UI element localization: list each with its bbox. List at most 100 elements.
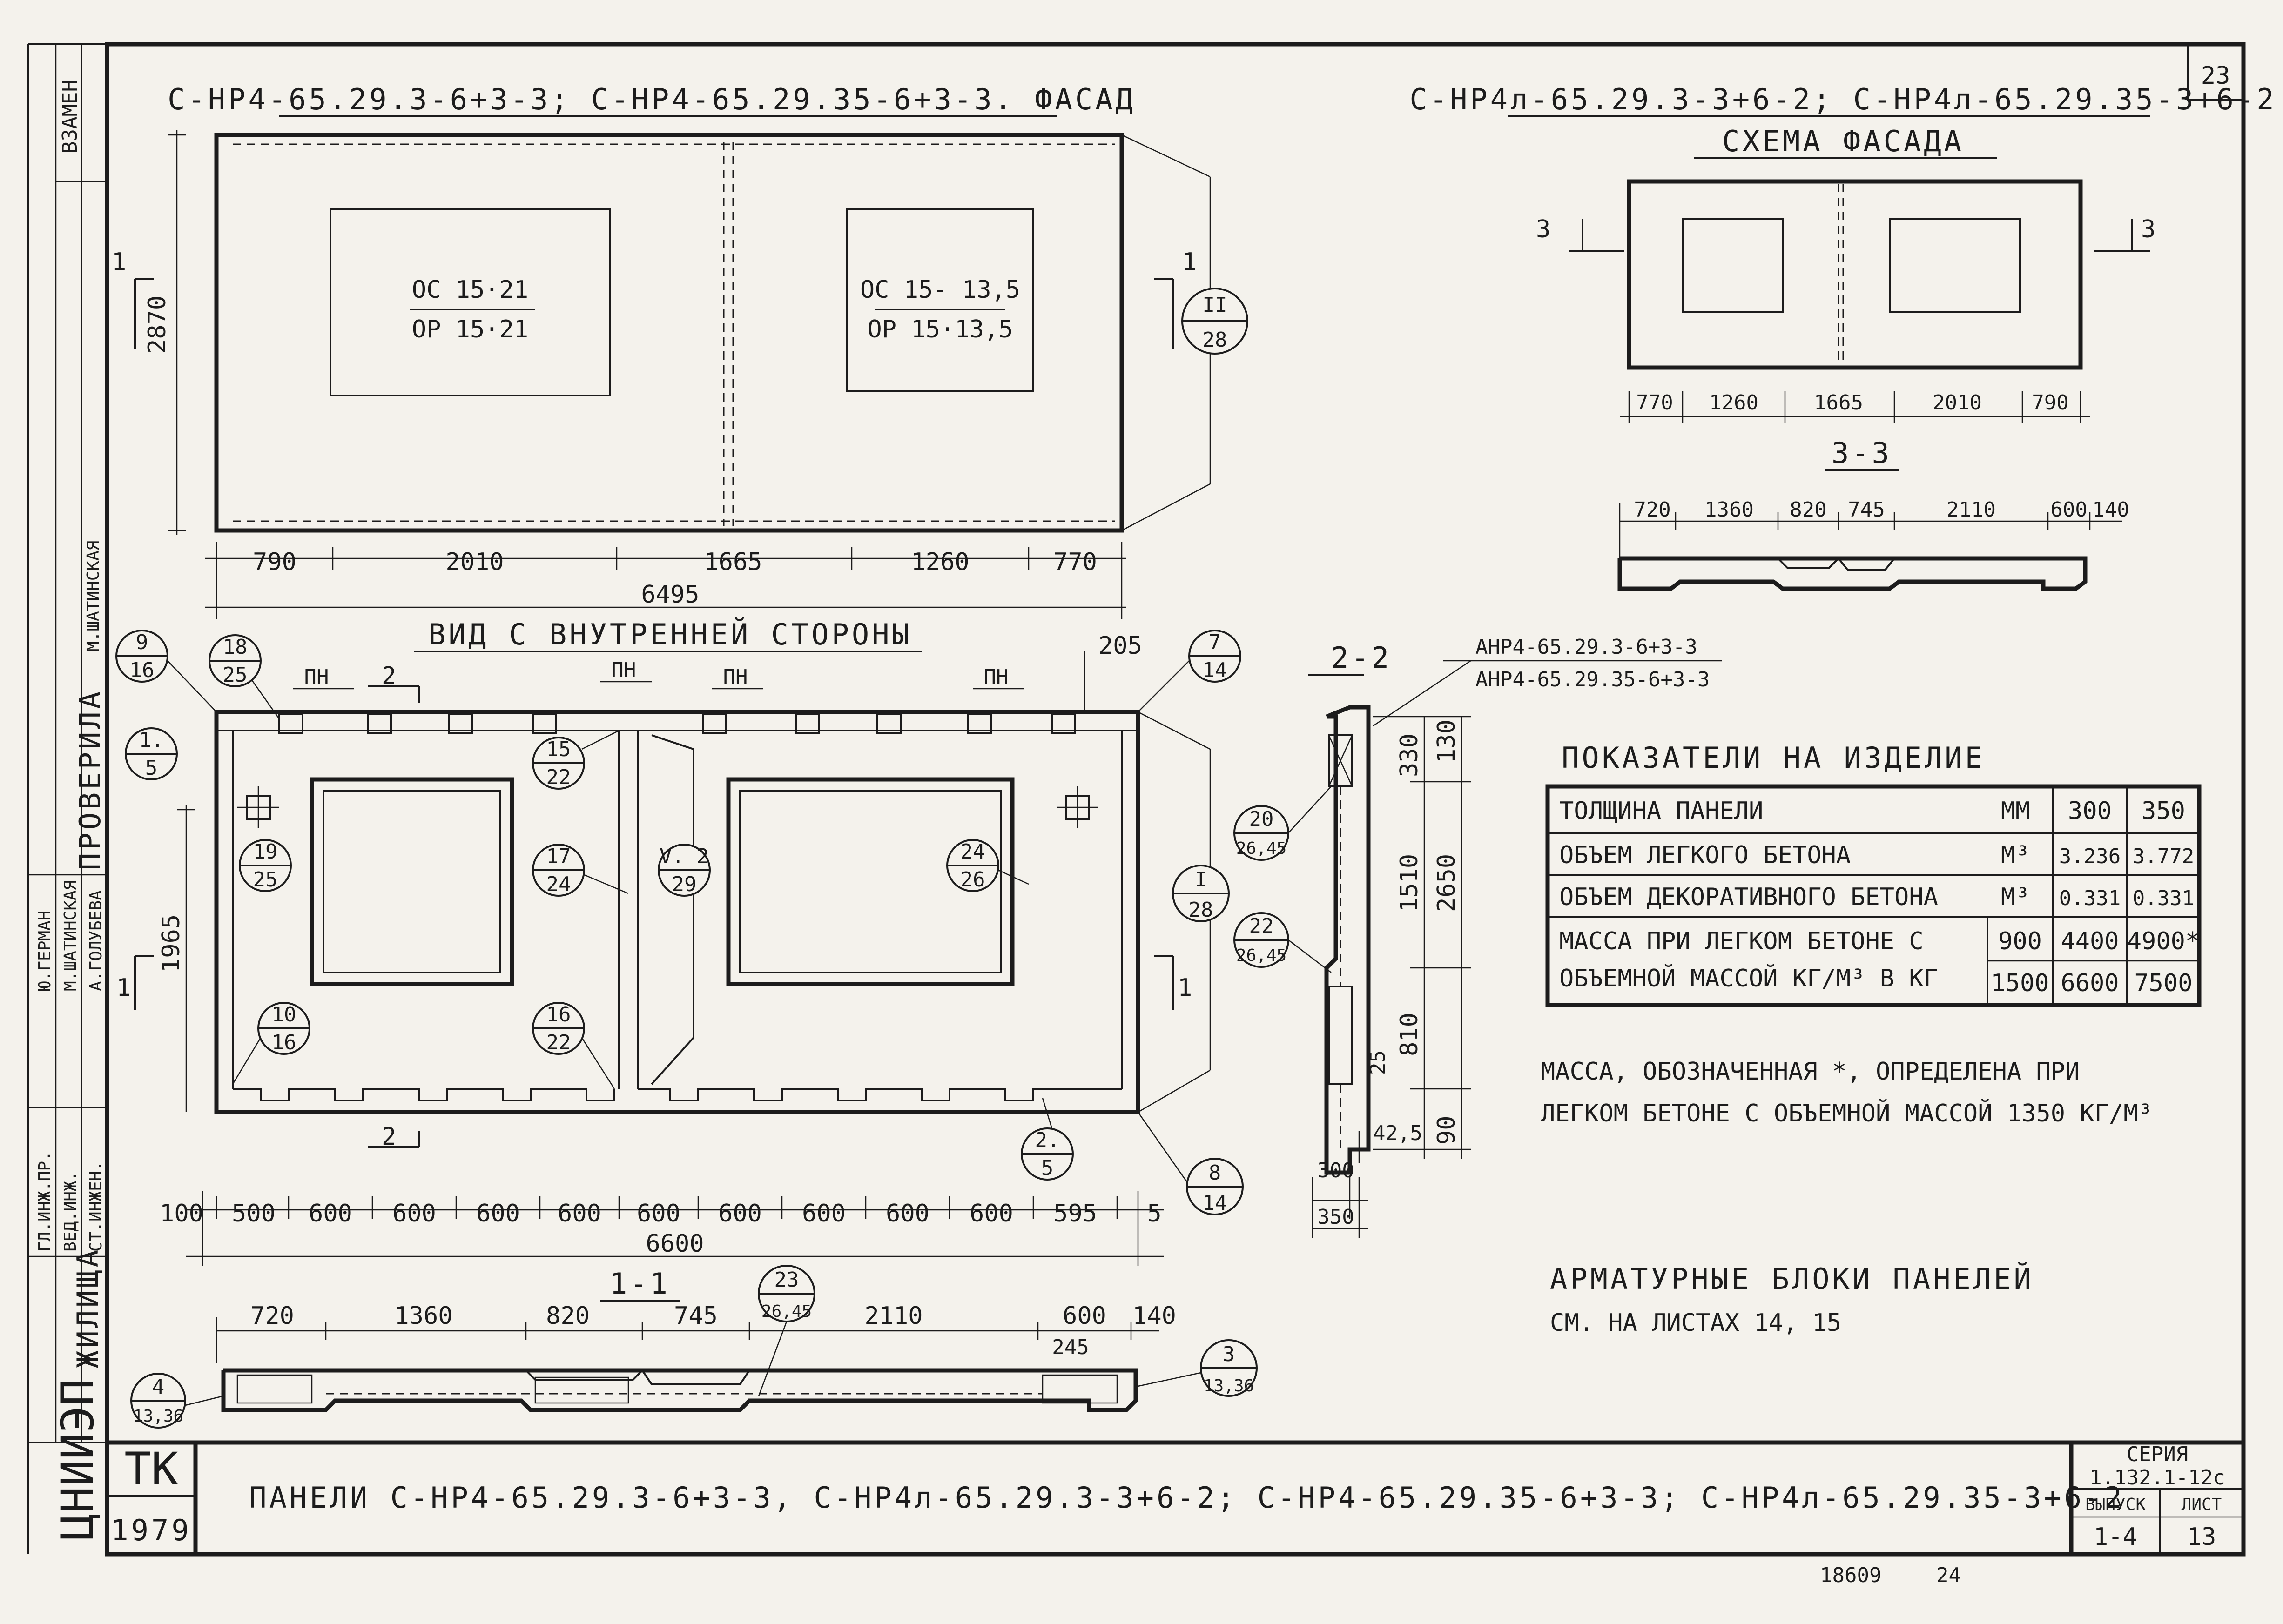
title-description: ПАНЕЛИ С-НР4-65.29.3-6+3-3, С-НР4л-65.29… <box>249 1481 2124 1515</box>
footer-number-left: 18609 <box>1820 1564 1881 1587</box>
callout-bottom: 26,45 <box>1236 946 1286 965</box>
callout-facade-top: II <box>1203 293 1227 317</box>
row-light-concrete-300: 3.236 <box>2059 845 2121 868</box>
facade-panel <box>214 133 1124 533</box>
interior-dim-5: 600 <box>476 1200 520 1228</box>
interior-dim-7: 600 <box>637 1200 680 1228</box>
callout-v2-29: V. 2 29 <box>658 844 711 897</box>
org-mark: ЦНИИЭП <box>52 1379 104 1540</box>
row-thickness-name: ТОЛЩИНА ПАНЕЛИ <box>1559 797 1763 825</box>
section-2-2: 2-2 АНР4-65.29.3-6+3-3 АНР4-65.29.35-6+3… <box>1233 635 1722 1238</box>
callout-bottom: 14 <box>1203 658 1227 682</box>
callout-2-5: 2. 5 <box>1021 1098 1074 1181</box>
interior-dim-4: 600 <box>392 1200 436 1228</box>
row-decor-concrete-name: ОБЪЕМ ДЕКОРАТИВНОГО БЕТОНА <box>1559 883 1938 911</box>
row-thickness-unit: ММ <box>2001 797 2030 825</box>
callout-bottom: 25 <box>223 663 248 687</box>
footer-number-right: 24 <box>1936 1564 1961 1587</box>
section-mark-2-top: 2 <box>382 662 396 690</box>
vzamen-label: ВЗАМЕН <box>58 80 82 154</box>
s22-dim-810: 810 <box>1395 1013 1423 1056</box>
facade-window-right <box>846 208 1034 392</box>
interior-dim-13: 5 <box>1147 1200 1161 1228</box>
section-33-title: 3-3 <box>1832 436 1892 470</box>
proverila-label: ПРОВЕРИЛА <box>73 689 107 870</box>
callout-8-14: 8 14 <box>1137 1112 1244 1215</box>
facade-view: С-НР4-65.29.3-6+3-3; С-НР4-65.29.35-6+3-… <box>112 82 1248 619</box>
callout-facade-bottom: 28 <box>1203 328 1227 352</box>
mass-900-350: 4900* <box>2127 927 2200 955</box>
callout-bottom: 29 <box>672 872 697 896</box>
callout-bottom: 22 <box>546 765 571 789</box>
s22-dim-300: 300 <box>1317 1159 1354 1182</box>
interior-dim-2: 500 <box>232 1200 276 1228</box>
callout-bottom: 13,36 <box>1204 1376 1254 1396</box>
callout-1-5: 1. 5 <box>125 727 178 780</box>
scheme-facade: С-НР4л-65.29.3-3+6-2; С-НР4л-65.29.35-3+… <box>1409 82 2276 423</box>
callout-top: 2. <box>1035 1128 1060 1152</box>
facade-title: С-НР4-65.29.3-6+3-3; С-НР4-65.29.35-6+3-… <box>168 82 1136 116</box>
callout-top: 1. <box>139 728 164 752</box>
s22-dim-25: 25 <box>1366 1050 1390 1075</box>
callout-23-2645: 23 26,45 <box>758 1265 815 1396</box>
callout-22-2645: 22 26,45 <box>1233 912 1332 973</box>
s11-dim-3: 820 <box>546 1302 590 1330</box>
callout-20-2645: 20 26,45 <box>1233 786 1332 861</box>
reinforcement-line-2: СМ. НА ЛИСТАХ 14, 15 <box>1550 1309 1841 1337</box>
callout-top: 10 <box>272 1003 296 1027</box>
callout-top: 16 <box>546 1003 571 1027</box>
mass-density-900: 900 <box>1998 927 2042 955</box>
callout-top: 22 <box>1249 914 1274 938</box>
role-lead: ВЕД.ИНЖ. <box>61 1171 80 1252</box>
callout-top: I <box>1195 868 1207 892</box>
scheme-dim-2: 1260 <box>1709 391 1758 415</box>
scheme-dim-1: 770 <box>1636 391 1673 415</box>
interior-dim-11: 600 <box>970 1200 1013 1228</box>
callout-top: 19 <box>253 840 278 864</box>
pn-label-3: ПН <box>723 665 748 689</box>
scheme-dim-3: 1665 <box>1814 391 1863 415</box>
scheme-title: С-НР4л-65.29.3-3+6-2; С-НР4л-65.29.35-3+… <box>1409 82 2276 116</box>
sheet-value: 13 <box>2187 1523 2216 1551</box>
interior-window-right <box>726 777 1015 986</box>
facade-dim-1: 790 <box>253 548 296 576</box>
callout-bottom: 13,36 <box>133 1407 183 1426</box>
callout-bottom: 26,45 <box>761 1302 812 1321</box>
title-block: ТК 1979 ПАНЕЛИ С-НР4-65.29.3-6+3-3, С-НР… <box>107 1440 2243 1554</box>
s22-dim-330: 330 <box>1395 733 1423 777</box>
mass-label-2: ОБЪЕМНОЙ МАССОЙ КГ/М³ В КГ <box>1559 964 1938 993</box>
section-3-3: 3-3 720 1360 820 745 2110 600 140 <box>1617 436 2129 591</box>
interior-dim-12: 595 <box>1053 1200 1097 1228</box>
callout-9-16: 9 16 <box>115 630 217 712</box>
callout-top: 24 <box>961 840 985 864</box>
row-light-concrete-350: 3.772 <box>2133 845 2194 868</box>
reinforcement-line-1: АРМАТУРНЫЕ БЛОКИ ПАНЕЛЕЙ <box>1550 1262 2034 1296</box>
callout-bottom: 16 <box>130 658 155 682</box>
mass-1500-350: 7500 <box>2134 969 2192 997</box>
series-value: 1.132.1-12с <box>2089 1466 2225 1490</box>
interior-dim-9: 600 <box>802 1200 846 1228</box>
interior-window-left <box>310 777 514 986</box>
scheme-panel <box>1627 179 2083 370</box>
callout-16-22: 16 22 <box>532 1002 615 1089</box>
executor-name: М.ШАТИНСКАЯ <box>61 880 80 991</box>
s33-dim-1: 720 <box>1634 498 1670 522</box>
checker-name: М.ШАТИНСКАЯ <box>84 541 103 651</box>
pn-label-2: ПН <box>612 658 636 682</box>
mass-900-300: 4400 <box>2061 927 2119 955</box>
callout-top: 8 <box>1209 1161 1221 1185</box>
callout-top: 7 <box>1209 631 1221 654</box>
s22-dim-130: 130 <box>1433 719 1461 763</box>
callout-bottom: 16 <box>272 1031 296 1054</box>
callout-top: V. 2 <box>660 845 709 868</box>
callout-15-22: 15 22 <box>532 730 620 790</box>
facade-section-mark-left: 1 <box>112 248 126 276</box>
section-33-profile <box>1617 556 2088 591</box>
section-mark-1-right: 1 <box>1178 974 1192 1002</box>
s11-dim-1: 720 <box>250 1302 294 1330</box>
callout-7-14: 7 14 <box>1138 630 1241 712</box>
row-decor-concrete-350: 0.331 <box>2133 886 2194 910</box>
interior-dim-3: 600 <box>309 1200 352 1228</box>
section-mark-2-bottom: 2 <box>382 1123 396 1151</box>
note-line-2: ЛЕГКОМ БЕТОНЕ С ОБЪЕМНОЙ МАССОЙ 1350 КГ/… <box>1541 1099 2153 1127</box>
